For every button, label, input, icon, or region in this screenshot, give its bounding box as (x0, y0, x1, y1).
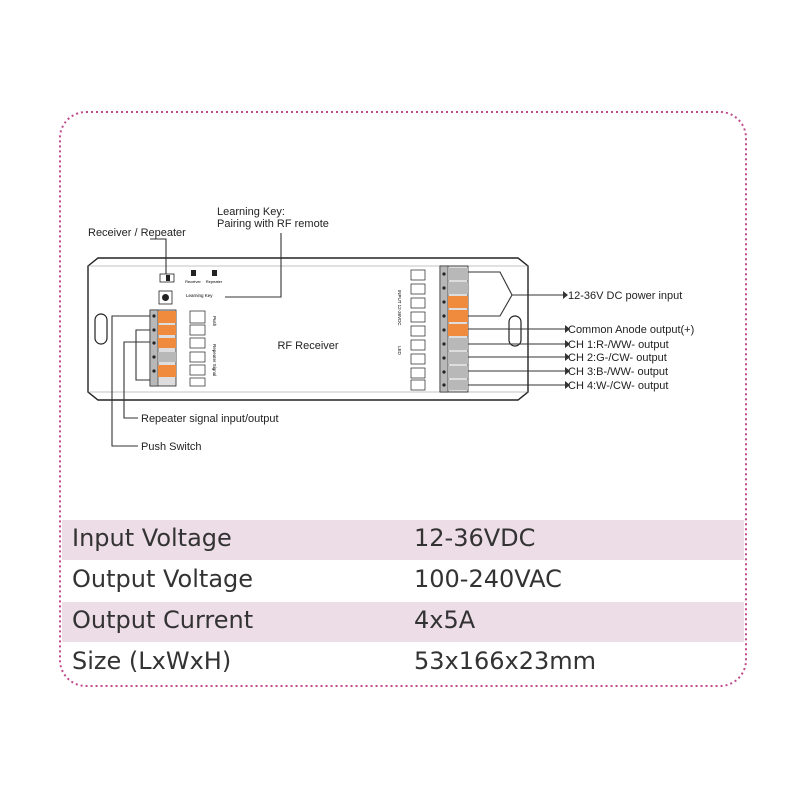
callout-ch2: CH 2:G-/CW- output (568, 352, 667, 364)
spec-value: 4x5A (414, 606, 476, 634)
learning-key-small-label: Learning Key (186, 293, 213, 298)
repeater-signal-small-label: Repeater Signal (212, 344, 217, 376)
small-repeater-label: Repeater (206, 279, 223, 284)
device-label: RF Receiver (277, 340, 338, 352)
callout-receiver-repeater: Receiver / Repeater (88, 227, 186, 239)
left-terminal-block (149, 309, 177, 387)
spec-value: 53x166x23mm (414, 647, 597, 675)
spec-value: 12-36VDC (414, 524, 536, 552)
callout-learning-key-1: Learning Key: (217, 206, 285, 218)
dotted-border (59, 111, 747, 687)
spec-label: Size (LxWxH) (72, 647, 232, 675)
input-small-label: INPUT 12-36VDC (397, 290, 402, 326)
small-receiver-label: Receiver (185, 279, 201, 284)
mounting-slot-left (94, 313, 108, 345)
push-small-label: Push (212, 316, 217, 327)
led-small-label: LED (397, 346, 402, 356)
power-input-leader (468, 271, 563, 296)
repeater-signal-leader (123, 341, 150, 419)
callout-repeater-signal: Repeater signal input/output (141, 413, 279, 425)
mounting-slot-right (508, 315, 522, 347)
callout-learning-key-2: Pairing with RF remote (217, 218, 329, 230)
callout-ch3: CH 3:B-/WW- output (568, 366, 668, 378)
repeater-indicator (212, 270, 217, 276)
spec-label: Output Voltage (72, 565, 254, 593)
spec-row-output-voltage: Output Voltage 100-240VAC (62, 561, 744, 601)
callout-ch4: CH 4:W-/CW- output (568, 380, 668, 392)
push-box (189, 310, 206, 324)
right-terminal-block (439, 265, 469, 393)
callout-power-input: 12-36V DC power input (568, 290, 682, 302)
spec-row-input-voltage: Input Voltage 12-36VDC (62, 520, 744, 560)
receiver-indicator (191, 270, 196, 276)
spec-label: Input Voltage (72, 524, 232, 552)
callout-ch1: CH 1:R-/WW- output (568, 339, 669, 351)
spec-value: 100-240VAC (414, 565, 562, 593)
spec-label: Output Current (72, 606, 254, 634)
push-switch-leader (111, 315, 150, 447)
learning-key-leader (225, 233, 282, 298)
spec-row-output-current: Output Current 4x5A (62, 602, 744, 642)
spec-row-size: Size (LxWxH) 53x166x23mm (62, 643, 744, 683)
callout-common-anode: Common Anode output(+) (568, 324, 694, 336)
callout-push-switch: Push Switch (141, 441, 202, 453)
receiver-repeater-leader (150, 238, 167, 274)
